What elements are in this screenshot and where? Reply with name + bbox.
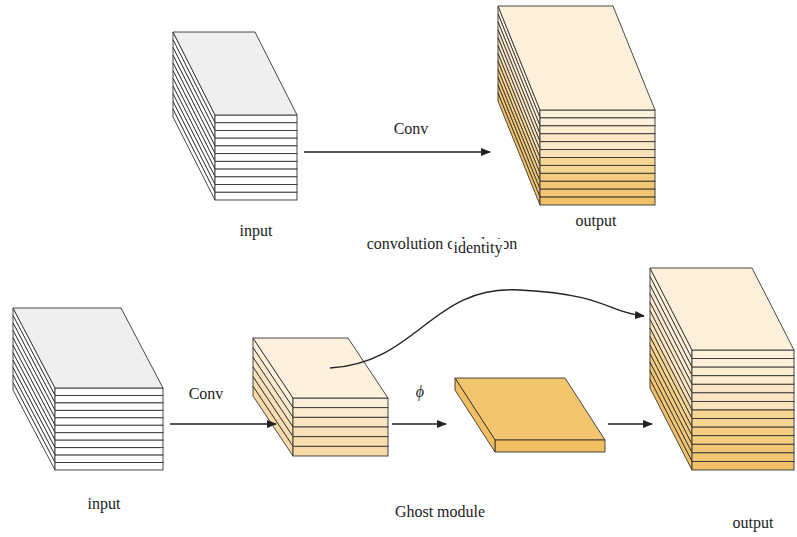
- feature-map-stack: output: [492, 2, 660, 232]
- stack-drawing: [492, 2, 660, 212]
- operation-label: ϕ: [414, 383, 426, 401]
- identity-curve: [330, 290, 644, 368]
- stack-label: input: [240, 222, 273, 240]
- stack-drawing: [645, 262, 797, 472]
- stack-label: input: [88, 495, 121, 513]
- phi-arrow: [392, 423, 446, 425]
- operation-label: Conv: [392, 120, 431, 138]
- stack-label: output: [576, 212, 617, 230]
- feature-map-stack: input: [168, 26, 302, 242]
- feature-map-stack: input: [8, 303, 168, 515]
- stack-label: output: [733, 514, 774, 532]
- conv-arrow: [170, 423, 276, 425]
- operation-label: identity: [452, 239, 505, 257]
- concat-arrow: [608, 423, 652, 425]
- conv-arrow: [304, 151, 490, 153]
- feature-map-stack: output: [645, 262, 797, 534]
- stack-drawing: [8, 303, 168, 473]
- operation-label: Conv: [187, 385, 226, 403]
- caption-text: Ghost module: [393, 503, 487, 521]
- stack-drawing: [168, 26, 302, 204]
